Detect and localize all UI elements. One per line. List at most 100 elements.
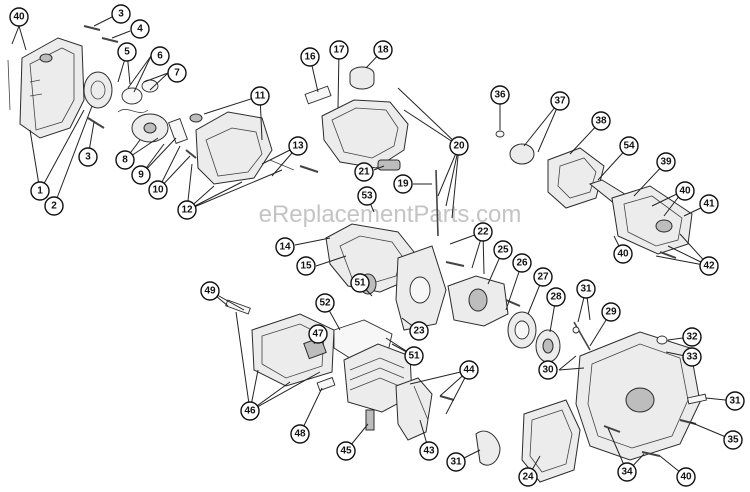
part-drawings [7,25,707,483]
svg-text:40: 40 [13,12,25,23]
svg-text:52: 52 [319,298,331,309]
callout: 48 [290,424,310,444]
callout: 32 [682,327,702,347]
starter-cover-drawing [7,37,85,139]
crankshaft-drawing [447,275,521,327]
callout: 51 [404,346,424,366]
svg-text:15: 15 [300,261,312,272]
callout: 29 [601,302,621,322]
callout: 16 [300,47,320,67]
svg-text:3: 3 [118,9,124,20]
svg-text:16: 16 [304,52,316,63]
svg-text:37: 37 [554,96,566,107]
callout: 9 [131,165,151,185]
svg-text:4: 4 [137,24,143,35]
svg-text:7: 7 [174,68,180,79]
callout: 2 [44,196,64,216]
callout: 54 [619,136,639,156]
callout: 40 [676,467,696,487]
callout: 45 [336,441,356,461]
callout: 46 [240,401,260,421]
svg-text:20: 20 [453,141,465,152]
svg-text:13: 13 [292,141,304,152]
callout: 8 [115,150,135,170]
callout: 10 [148,180,168,200]
svg-text:19: 19 [397,179,409,190]
callout: 51 [350,273,370,293]
svg-text:36: 36 [494,90,506,101]
callout: 18 [373,40,393,60]
cylinder-drawing [333,273,413,431]
svg-text:25: 25 [497,245,509,256]
callout: 36 [490,85,510,105]
svg-text:49: 49 [204,286,216,297]
svg-text:21: 21 [358,167,370,178]
svg-text:43: 43 [423,446,435,457]
svg-text:3: 3 [85,152,91,163]
svg-text:23: 23 [413,326,425,337]
callout: 6 [150,46,170,66]
svg-text:6: 6 [157,51,163,62]
svg-text:5: 5 [124,47,130,58]
watermark: eReplacementParts.com [259,201,522,228]
callout: 15 [296,256,316,276]
callout: 35 [723,430,743,450]
throttle-link-drawing [572,321,591,351]
callout: 31 [446,452,466,472]
gear-housing-drawing [495,130,693,255]
callout: 13 [288,136,308,156]
callout: 44 [459,360,479,380]
svg-text:35: 35 [727,435,739,446]
fuel-tank-drawing [304,85,409,169]
rope-handle-drawing [475,430,501,466]
svg-text:51: 51 [408,351,420,362]
svg-text:44: 44 [463,365,475,376]
callout: 53 [357,186,377,206]
svg-text:27: 27 [537,272,549,283]
callout: 39 [656,152,676,172]
callout: 5 [117,42,137,62]
callout: 37 [550,91,570,111]
svg-text:17: 17 [333,45,345,56]
flywheel-drawing [131,113,188,144]
callout: 40 [613,244,633,264]
pin-drawing [87,117,105,129]
primer-bulb-drawing [377,159,401,171]
fuel-line-drawing [435,169,439,237]
svg-text:8: 8 [122,155,128,166]
svg-text:51: 51 [354,278,366,289]
svg-text:31: 31 [729,396,741,407]
callout: 27 [533,267,553,287]
callout: 26 [512,253,532,273]
callout: 22 [473,222,493,242]
svg-text:32: 32 [686,332,698,343]
callout: 31 [725,391,745,411]
muffler-drawing [225,299,336,392]
callout: 52 [315,293,335,313]
svg-text:22: 22 [477,227,489,238]
svg-text:28: 28 [550,292,562,303]
callout: 28 [546,287,566,307]
callout: 42 [699,256,719,276]
recoil-pulley-drawing [83,71,113,109]
callout: 1 [30,181,50,201]
callout: 14 [275,237,295,257]
ignition-module-drawing [189,111,295,185]
callout: 43 [419,441,439,461]
svg-text:18: 18 [377,45,389,56]
svg-text:1: 1 [37,186,43,197]
svg-text:31: 31 [580,284,592,295]
svg-text:38: 38 [595,116,607,127]
svg-text:34: 34 [621,467,633,478]
svg-text:53: 53 [361,191,373,202]
callout: 38 [591,111,611,131]
bracket-drawing [395,377,433,441]
callout: 25 [493,240,513,260]
svg-text:26: 26 [516,258,528,269]
svg-text:40: 40 [680,472,692,483]
svg-text:12: 12 [181,205,193,216]
svg-text:42: 42 [703,261,715,272]
svg-text:10: 10 [152,185,164,196]
callout: 3 [78,147,98,167]
